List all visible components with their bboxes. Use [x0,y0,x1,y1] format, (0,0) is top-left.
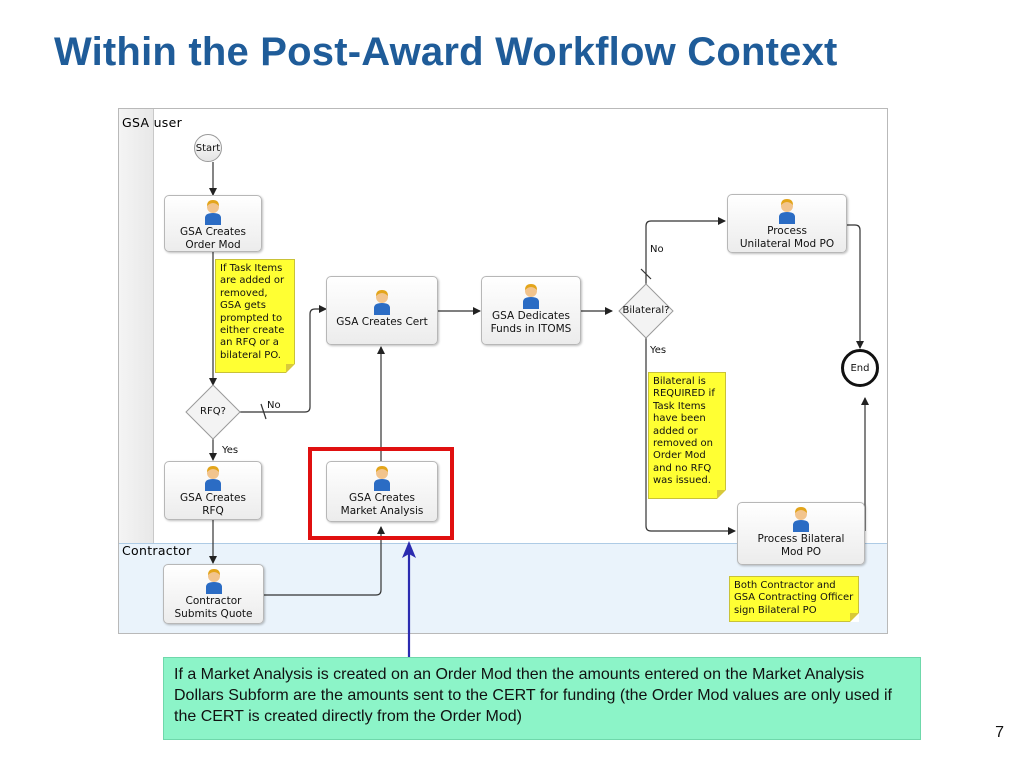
callout-note: If a Market Analysis is created on an Or… [163,657,921,740]
edge-unilateral-to-end [847,224,864,349]
edge-bilateral-no-to-unilateral [645,217,726,284]
task-process-unilateral-mod-po: Process Unilateral Mod PO [727,194,847,253]
task-process-bilateral-mod-po: Process Bilateral Mod PO [737,502,865,565]
note-both-sign: Both Contractor and GSA Contracting Offi… [729,576,859,622]
person-icon [374,466,390,491]
edge-quote-to-market-analysis [264,526,385,596]
person-icon [205,466,221,491]
start-node: Start [194,134,222,162]
edge-label-rfq-yes: Yes [222,445,239,456]
person-icon [523,284,539,309]
arrow-up-icon [402,541,416,660]
edge-rfq-no-to-cert [240,305,327,413]
edge-label-rfq-no: No [267,400,281,411]
connector-layer [185,162,869,596]
slide-title: Within the Post-Award Workflow Context [54,30,838,74]
task-label: GSA Dedicates Funds in ITOMS [490,310,572,335]
end-label: End [850,362,870,374]
task-label: Process Unilateral Mod PO [739,225,835,250]
decision-rfq-label: RFQ? [200,406,226,417]
task-gsa-creates-cert: GSA Creates Cert [326,276,438,345]
task-label: GSA Creates Cert [336,316,428,328]
task-gsa-creates-rfq: GSA Creates RFQ [164,461,262,520]
task-gsa-dedicates-funds: GSA Dedicates Funds in ITOMS [481,276,581,345]
decision-rfq [185,384,241,440]
start-label: Start [195,142,221,154]
note-task-items-prompt: If Task Items are added or removed, GSA … [215,259,295,373]
edge-label-bilateral-no: No [650,244,664,255]
workflow-diagram: GSA user Contractor [118,108,888,634]
task-label: Contractor Submits Quote [174,595,253,620]
task-label: Process Bilateral Mod PO [757,533,845,558]
person-icon [793,507,809,532]
task-label: GSA Creates RFQ [180,492,246,517]
market-analysis-highlight [308,447,454,540]
task-label: GSA Creates Market Analysis [340,492,424,517]
task-gsa-creates-market-analysis: GSA Creates Market Analysis [326,461,438,522]
person-icon [205,569,222,594]
person-icon [779,199,795,224]
task-gsa-creates-order-mod: GSA Creates Order Mod [164,195,262,252]
task-label: GSA Creates Order Mod [180,226,246,251]
page-number: 7 [995,724,1004,741]
task-contractor-submits-quote: Contractor Submits Quote [163,564,264,624]
decision-bilateral [618,283,674,339]
lane-label-contractor: Contractor [122,543,192,558]
person-icon [205,200,221,225]
lane-label-gsa-user: GSA user [122,115,183,130]
end-node: End [841,349,879,387]
person-icon [374,290,390,315]
edge-label-bilateral-yes: Yes [650,345,667,356]
edge-bilateral-yes-to-bilateral-po [645,338,736,535]
decision-bilateral-label: Bilateral? [622,305,670,316]
note-bilateral-required: Bilateral is REQUIRED if Task Items have… [648,372,726,499]
